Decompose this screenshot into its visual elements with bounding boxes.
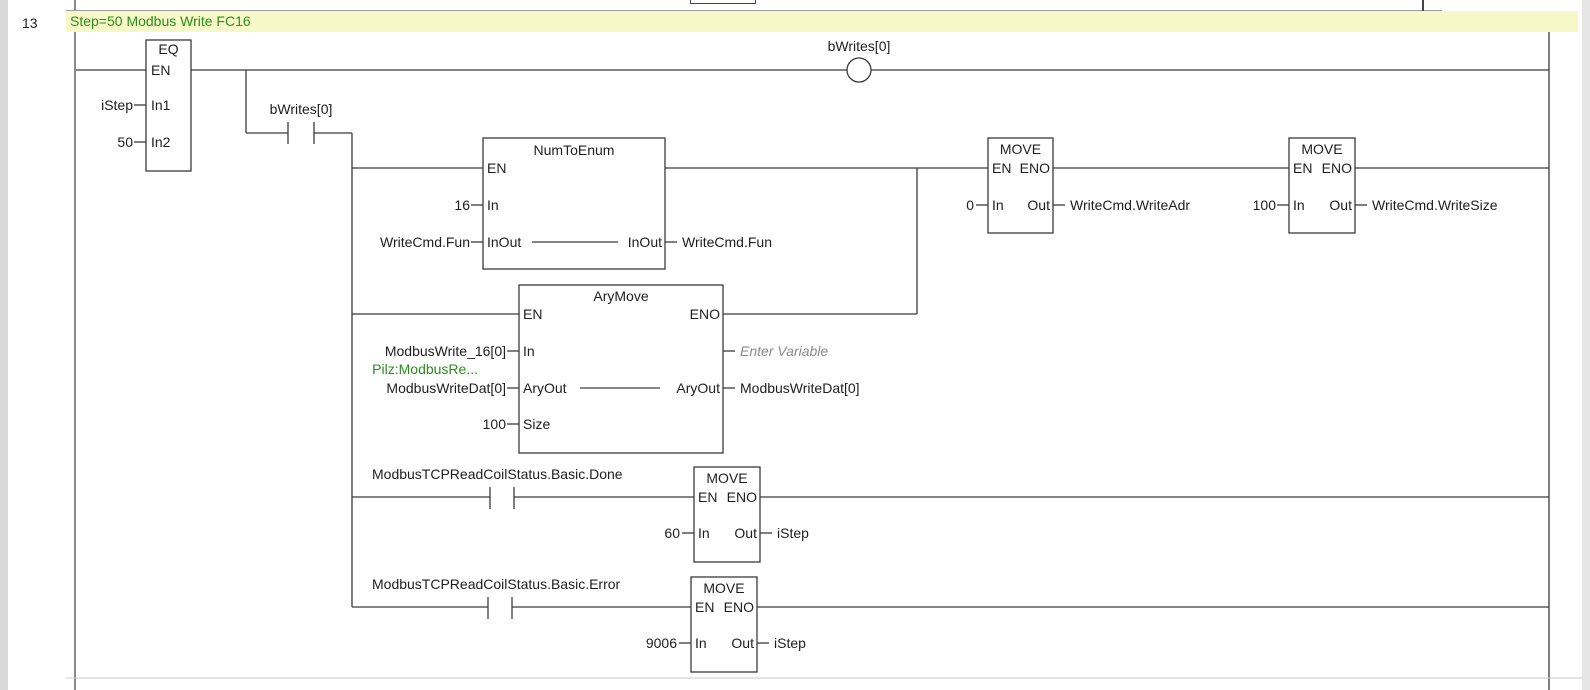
window-edge-right bbox=[1582, 0, 1590, 690]
move2-out-variable[interactable]: WriteCmd.WriteSize bbox=[1372, 197, 1498, 213]
move2-out-label: Out bbox=[1329, 197, 1352, 213]
move2-block[interactable] bbox=[1288, 137, 1356, 234]
move3-en-label: EN bbox=[698, 489, 718, 505]
arymove-eno-label: ENO bbox=[689, 306, 720, 322]
move4-out-label: Out bbox=[731, 635, 754, 651]
arymove-block[interactable] bbox=[518, 284, 724, 454]
move2-title: MOVE bbox=[1301, 141, 1343, 157]
numtoenum-inout-variable[interactable]: WriteCmd.Fun bbox=[380, 234, 470, 250]
arymove-size-label: Size bbox=[523, 416, 551, 432]
move3-in-variable[interactable]: 60 bbox=[664, 525, 680, 541]
move1-in-label: In bbox=[992, 197, 1004, 213]
arymove-en-label: EN bbox=[523, 306, 543, 322]
left-power-rail bbox=[74, 0, 76, 690]
rung-comment[interactable]: Step=50 Modbus Write FC16 bbox=[66, 11, 1578, 32]
arymove-aryout-in-label: AryOut bbox=[523, 380, 567, 396]
eq-in2-label: In2 bbox=[151, 134, 171, 150]
move1-out-variable[interactable]: WriteCmd.WriteAdr bbox=[1070, 197, 1191, 213]
move4-out-variable[interactable]: iStep bbox=[774, 635, 806, 651]
arymove-aryout-out-label: AryOut bbox=[676, 380, 720, 396]
eq-in1-label: In1 bbox=[151, 97, 171, 113]
arymove-eno-variable-placeholder[interactable]: Enter Variable bbox=[740, 343, 829, 359]
numtoenum-in-variable[interactable]: 16 bbox=[454, 197, 470, 213]
eq-title: EQ bbox=[158, 41, 179, 57]
contact-error-variable[interactable]: ModbusTCPReadCoilStatus.Basic.Error bbox=[372, 576, 621, 592]
rung-number: 13 bbox=[22, 15, 38, 31]
arymove-aryout-out-variable[interactable]: ModbusWriteDat[0] bbox=[740, 380, 860, 396]
window-edge-left bbox=[0, 0, 8, 690]
numtoenum-inout-out-label: InOut bbox=[627, 234, 662, 250]
numtoenum-en-label: EN bbox=[487, 160, 507, 176]
move4-title: MOVE bbox=[703, 580, 745, 596]
arymove-size-variable[interactable]: 100 bbox=[482, 416, 506, 432]
move4-in-variable[interactable]: 9006 bbox=[645, 635, 677, 651]
arymove-in-label: In bbox=[523, 343, 535, 359]
move2-in-label: In bbox=[1293, 197, 1305, 213]
move2-in-variable[interactable]: 100 bbox=[1252, 197, 1276, 213]
contact-done-variable[interactable]: ModbusTCPReadCoilStatus.Basic.Done bbox=[372, 466, 623, 482]
rung-gutter bbox=[8, 0, 74, 690]
numtoenum-inout-in-label: InOut bbox=[487, 234, 522, 250]
move3-eno-label: ENO bbox=[726, 489, 757, 505]
numtoenum-block[interactable] bbox=[482, 137, 666, 270]
move1-out-label: Out bbox=[1027, 197, 1050, 213]
contact-main-variable[interactable]: bWrites[0] bbox=[269, 101, 333, 117]
previous-rung-block-stub bbox=[690, 0, 756, 4]
move3-out-label: Out bbox=[734, 525, 757, 541]
previous-rung-border bbox=[66, 10, 1442, 11]
move1-in-variable[interactable]: 0 bbox=[966, 197, 974, 213]
move4-en-label: EN bbox=[695, 599, 715, 615]
eq-en-label: EN bbox=[151, 62, 171, 78]
contact-done[interactable] bbox=[486, 485, 518, 511]
move1-en-label: EN bbox=[992, 160, 1012, 176]
move3-out-variable[interactable]: iStep bbox=[777, 525, 809, 541]
contact-error[interactable] bbox=[484, 595, 516, 621]
contact-bwrites[interactable] bbox=[284, 120, 318, 146]
move2-en-label: EN bbox=[1293, 160, 1313, 176]
eq-in1-variable[interactable]: iStep bbox=[101, 97, 133, 113]
move1-title: MOVE bbox=[999, 141, 1042, 157]
move1-block[interactable] bbox=[987, 137, 1054, 234]
coil-variable[interactable]: bWrites[0] bbox=[827, 38, 891, 54]
move1-eno-label: ENO bbox=[1019, 160, 1050, 176]
move3-block[interactable] bbox=[693, 466, 761, 563]
move3-title: MOVE bbox=[706, 470, 748, 486]
numtoenum-in-label: In bbox=[487, 197, 499, 213]
move3-in-label: In bbox=[698, 525, 710, 541]
move4-in-label: In bbox=[695, 635, 707, 651]
arymove-in-datatype: Pilz:ModbusRe... bbox=[372, 361, 478, 377]
coil-bwrites[interactable] bbox=[846, 57, 872, 83]
arymove-in-variable[interactable]: ModbusWrite_16[0] bbox=[384, 343, 506, 359]
previous-rung-wire-stub bbox=[1422, 0, 1424, 12]
move4-eno-label: ENO bbox=[723, 599, 754, 615]
arymove-title: AryMove bbox=[593, 288, 649, 304]
arymove-aryout-variable[interactable]: ModbusWriteDat[0] bbox=[386, 380, 506, 396]
move4-block[interactable] bbox=[690, 576, 758, 673]
numtoenum-inout-out-variable[interactable]: WriteCmd.Fun bbox=[682, 234, 772, 250]
eq-in2-variable[interactable]: 50 bbox=[117, 134, 133, 150]
numtoenum-title: NumToEnum bbox=[533, 142, 615, 158]
move2-eno-label: ENO bbox=[1321, 160, 1352, 176]
